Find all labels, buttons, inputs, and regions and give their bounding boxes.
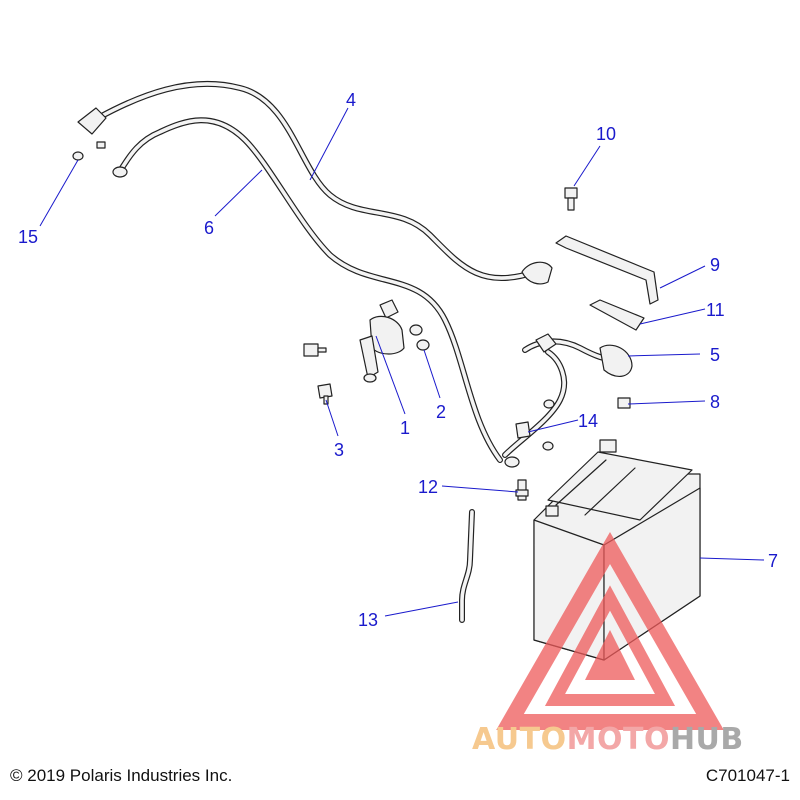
watermark-text: AUTOMOTOHUB (472, 722, 744, 757)
nut-part-14 (515, 421, 554, 451)
callout-2: 2 (436, 402, 446, 422)
pad-part-11 (589, 299, 645, 331)
callout-7: 7 (768, 551, 778, 571)
callout-4: 4 (346, 90, 356, 110)
copyright-text: © 2019 Polaris Industries Inc. (10, 766, 233, 785)
callout-5: 5 (710, 345, 720, 365)
relay-part-1 (359, 299, 405, 383)
callout-labels: 1 2 3 4 5 6 7 8 9 10 11 12 13 14 15 (18, 90, 778, 630)
callout-9: 9 (710, 255, 720, 275)
bracket-part-9 (555, 235, 659, 305)
leader-lines (39, 107, 765, 617)
bolt-part-12 (515, 479, 529, 501)
callout-3: 3 (334, 440, 344, 460)
bolt-part-3 (303, 343, 333, 405)
callout-12: 12 (418, 477, 438, 497)
diagram-code: C701047-1 (705, 766, 790, 785)
watermark-logo (496, 531, 724, 730)
callout-8: 8 (710, 392, 720, 412)
vent-tube-part-13 (459, 509, 475, 623)
watermark-moto: MOTO (566, 722, 670, 757)
callout-10: 10 (596, 124, 616, 144)
watermark-auto: AUTO (472, 722, 567, 757)
cable-part-6 (112, 117, 520, 468)
callout-11: 11 (706, 300, 725, 320)
callout-15: 15 (18, 227, 38, 247)
callout-13: 13 (358, 610, 378, 630)
positive-cable-part-4 (77, 80, 553, 285)
nut-part-15 (72, 141, 106, 161)
callout-1: 1 (400, 418, 410, 438)
nut-part-2 (409, 324, 430, 351)
cable-part-5 (502, 333, 633, 458)
watermark-hub: HUB (669, 722, 744, 757)
bolt-part-10 (564, 187, 578, 211)
callout-6: 6 (204, 218, 214, 238)
bolt-part-8 (617, 397, 631, 409)
callout-14: 14 (578, 411, 598, 431)
